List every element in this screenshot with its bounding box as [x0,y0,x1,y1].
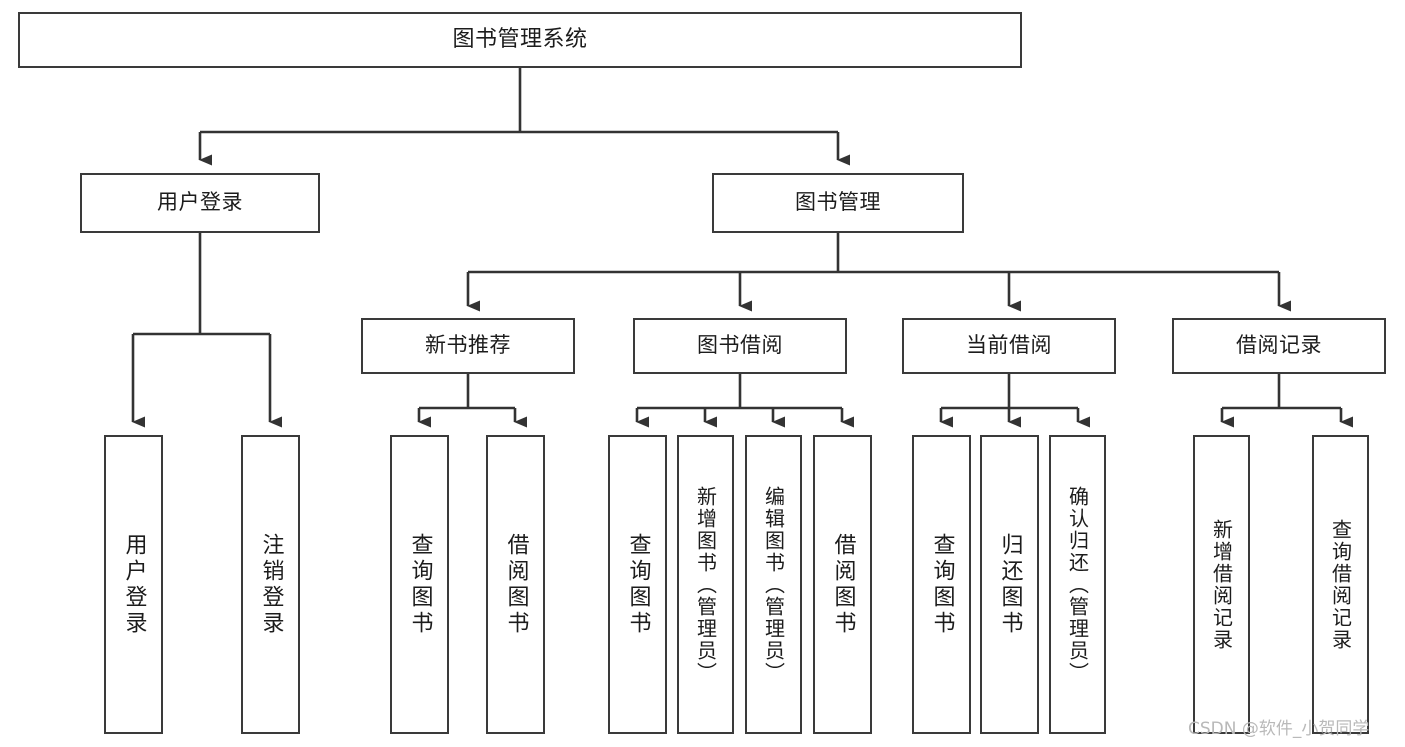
leaf-user-login[interactable]: 用户登录 [104,435,163,734]
node-label: 图书管理 [795,190,881,215]
node-label: 当前借阅 [966,333,1052,358]
node-label: 用户登录 [121,532,147,637]
node-label: 注销登录 [258,532,284,637]
leaf-query-book-recommend[interactable]: 查询图书 [390,435,449,734]
node-label: 借阅图书 [503,532,529,637]
node-label: 图书借阅 [697,333,783,358]
node-root-system[interactable]: 图书管理系统 [18,12,1022,68]
node-label: 编辑图书（管理员） [761,485,786,684]
node-label: 确认归还（管理员） [1065,485,1090,684]
node-book-management[interactable]: 图书管理 [712,173,964,233]
csdn-watermark: CSDN @软件_小贺同学 [1188,719,1370,739]
leaf-logout[interactable]: 注销登录 [241,435,300,734]
node-label: 查询图书 [407,532,433,637]
leaf-return-book[interactable]: 归还图书 [980,435,1039,734]
leaf-query-book-current[interactable]: 查询图书 [912,435,971,734]
node-label: 查询图书 [625,532,651,637]
node-user-login[interactable]: 用户登录 [80,173,320,233]
leaf-borrow-book-recommend[interactable]: 借阅图书 [486,435,545,734]
leaf-add-book-admin[interactable]: 新增图书（管理员） [677,435,734,734]
node-label: 借阅记录 [1236,333,1322,358]
leaf-query-book-borrow[interactable]: 查询图书 [608,435,667,734]
node-label: 新书推荐 [425,333,511,358]
node-label: 查询图书 [929,532,955,637]
node-new-book-recommend[interactable]: 新书推荐 [361,318,575,374]
node-label: 图书管理系统 [452,26,588,52]
node-borrow-record[interactable]: 借阅记录 [1172,318,1386,374]
node-book-borrow[interactable]: 图书借阅 [633,318,847,374]
node-label: 查询借阅记录 [1328,518,1353,651]
node-label: 借阅图书 [830,532,856,637]
node-label: 新增借阅记录 [1209,518,1234,651]
leaf-confirm-return-admin[interactable]: 确认归还（管理员） [1049,435,1106,734]
node-label: 用户登录 [157,190,243,215]
leaf-query-borrow-record[interactable]: 查询借阅记录 [1312,435,1369,734]
leaf-add-borrow-record[interactable]: 新增借阅记录 [1193,435,1250,734]
leaf-borrow-book[interactable]: 借阅图书 [813,435,872,734]
leaf-edit-book-admin[interactable]: 编辑图书（管理员） [745,435,802,734]
node-current-borrow[interactable]: 当前借阅 [902,318,1116,374]
node-label: 归还图书 [997,532,1023,637]
node-label: 新增图书（管理员） [693,485,718,684]
